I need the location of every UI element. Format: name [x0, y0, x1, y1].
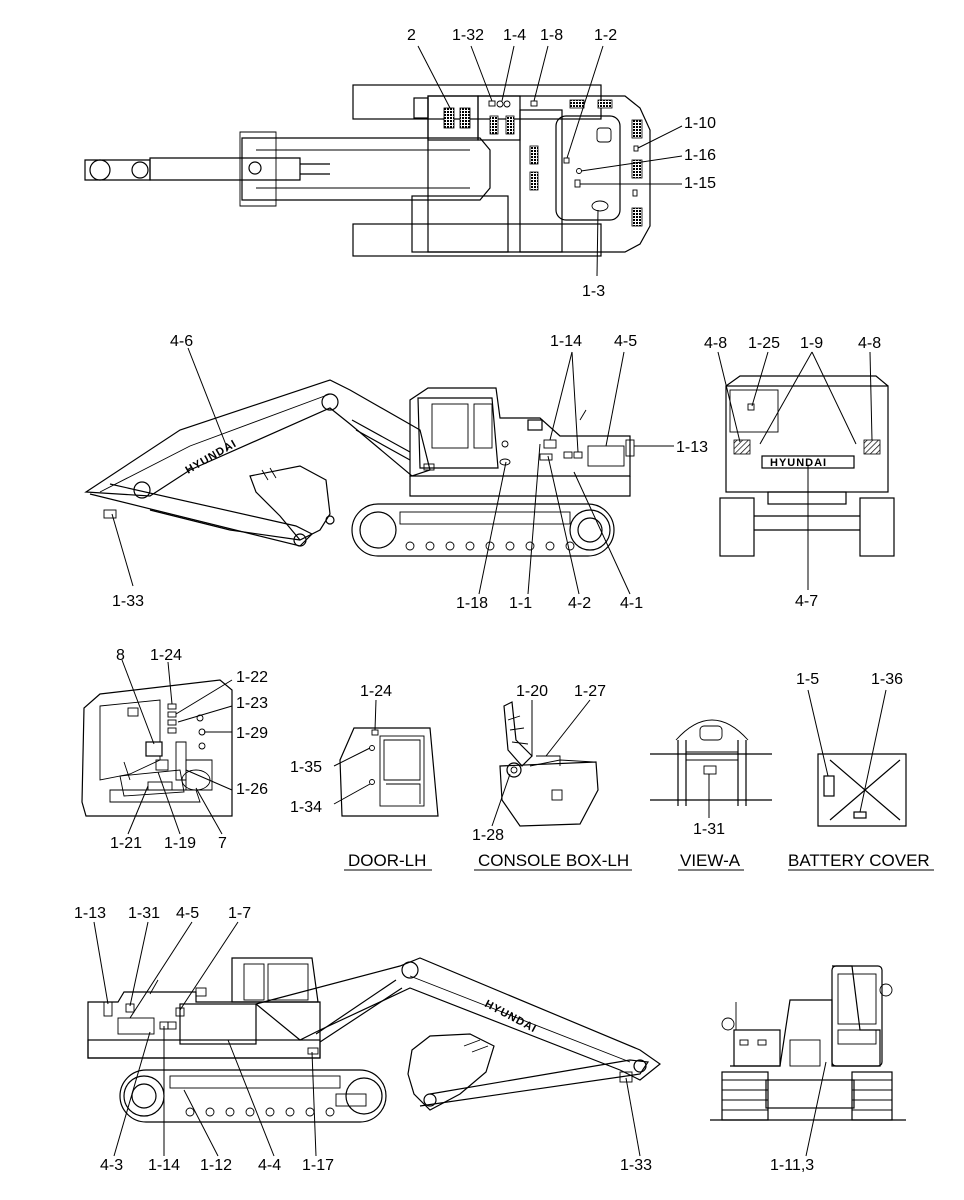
callout-1-20: 1-20: [516, 683, 548, 700]
callout-1-32: 1-32: [452, 27, 484, 44]
door-lh-view: [339, 727, 439, 817]
callout-1-17: 1-17: [302, 1157, 334, 1174]
callout-1-7: 1-7: [228, 905, 251, 922]
callout-4-4: 4-4: [258, 1157, 281, 1174]
console-box-lh-leaders: [474, 699, 632, 871]
view-a: [650, 719, 772, 806]
callout-1-11-3: 1-11,3: [770, 1157, 814, 1174]
top-view: [84, 84, 651, 257]
callout-1-33-right: 1-33: [620, 1157, 652, 1174]
callout-1-13: 1-13: [676, 439, 708, 456]
callout-1-29: 1-29: [236, 725, 268, 742]
callout-1-21: 1-21: [110, 835, 142, 852]
callout-4-8-right: 4-8: [858, 335, 881, 352]
callout-1-24-door: 1-24: [360, 683, 392, 700]
callout-1-35: 1-35: [290, 759, 322, 776]
callout-1-25: 1-25: [748, 335, 780, 352]
callout-1-34: 1-34: [290, 799, 322, 816]
cab-interior-leaders: [121, 659, 233, 835]
callout-1-36: 1-36: [871, 671, 903, 688]
caption-battery-cover: BATTERY COVER: [788, 851, 930, 870]
view-a-callouts: 1-31 VIEW-A: [680, 821, 741, 870]
console-box-lh-view: [499, 701, 599, 827]
battery-cover-view: [817, 753, 907, 827]
callout-4-5-right: 4-5: [176, 905, 199, 922]
callout-4-1: 4-1: [620, 595, 643, 612]
caption-view-a: VIEW-A: [680, 851, 741, 870]
callout-1-8: 1-8: [540, 27, 563, 44]
callout-1-14-right: 1-14: [148, 1157, 180, 1174]
battery-cover-callouts: 1-5 1-36 BATTERY COVER: [788, 671, 930, 870]
callout-7: 7: [218, 835, 227, 852]
callout-4-2: 4-2: [568, 595, 591, 612]
callout-1-19: 1-19: [164, 835, 196, 852]
left-side-callouts: 4-6 1-14 4-5 1-13 1-33 1-18 1-1 4-2 4-1: [112, 333, 708, 612]
rear-view-leaders: [717, 351, 873, 590]
view-a-leaders: [678, 774, 744, 871]
callout-4-3: 4-3: [100, 1157, 123, 1174]
callout-4-8-left: 4-8: [704, 335, 727, 352]
callout-4-7: 4-7: [795, 593, 818, 610]
callout-1-13-right: 1-13: [74, 905, 106, 922]
front-view: [710, 965, 906, 1121]
rear-view: HYUNDAI: [719, 375, 895, 557]
callout-1-1: 1-1: [509, 595, 532, 612]
door-lh-callouts: 1-24 1-35 1-34 DOOR-LH: [290, 683, 426, 870]
callout-1-31-view-a: 1-31: [693, 821, 725, 838]
callout-1-4: 1-4: [503, 27, 526, 44]
callout-1-16: 1-16: [684, 147, 716, 164]
caption-door-lh: DOOR-LH: [348, 851, 426, 870]
callout-1-27: 1-27: [574, 683, 606, 700]
caption-console-box-lh: CONSOLE BOX-LH: [478, 851, 629, 870]
top-view-callouts: 2 1-32 1-4 1-8 1-2 1-10 1-16 1-15 1-3: [407, 27, 716, 300]
callout-1-14: 1-14: [550, 333, 582, 350]
callout-1-15: 1-15: [684, 175, 716, 192]
right-side-callouts: 1-13 1-31 4-5 1-7 1-33 4-3 1-14 1-12 4-4…: [74, 905, 652, 1174]
callout-4-6: 4-6: [170, 333, 193, 350]
console-box-lh-callouts: 1-20 1-27 1-28 CONSOLE BOX-LH: [472, 683, 629, 870]
callout-1-3: 1-3: [582, 283, 605, 300]
right-side-leaders: [93, 921, 641, 1157]
callout-1-23: 1-23: [236, 695, 268, 712]
door-lh-leaders: [333, 699, 432, 871]
callout-2: 2: [407, 27, 416, 44]
callout-8: 8: [116, 647, 125, 664]
top-view-leaders: [417, 45, 683, 277]
callout-1-10: 1-10: [684, 115, 716, 132]
battery-cover-leaders: [788, 689, 934, 871]
rear-brand: HYUNDAI: [770, 457, 827, 469]
left-side-view: HYUNDAI: [84, 379, 635, 557]
callout-1-5: 1-5: [796, 671, 819, 688]
left-side-leaders: [111, 347, 674, 595]
right-side-view: HYUNDAI: [87, 957, 662, 1123]
cab-interior-callouts: 8 1-24 1-22 1-23 1-29 1-26 1-21 1-19 7: [110, 647, 268, 852]
cab-interior-view: [81, 679, 233, 817]
callout-1-12: 1-12: [200, 1157, 232, 1174]
front-view-leaders: [805, 1061, 827, 1157]
front-view-callouts: 1-11,3: [770, 1157, 814, 1174]
boom-brand-left: HYUNDAI: [184, 438, 239, 477]
callout-1-2: 1-2: [594, 27, 617, 44]
callout-1-22: 1-22: [236, 669, 268, 686]
callout-1-26: 1-26: [236, 781, 268, 798]
rear-view-callouts: 4-8 1-25 1-9 4-8 4-7: [704, 335, 881, 610]
callout-4-5: 4-5: [614, 333, 637, 350]
callout-1-28: 1-28: [472, 827, 504, 844]
callout-1-9: 1-9: [800, 335, 823, 352]
callout-1-33: 1-33: [112, 593, 144, 610]
callout-1-18: 1-18: [456, 595, 488, 612]
callout-1-24-cab: 1-24: [150, 647, 182, 664]
callout-1-31: 1-31: [128, 905, 160, 922]
